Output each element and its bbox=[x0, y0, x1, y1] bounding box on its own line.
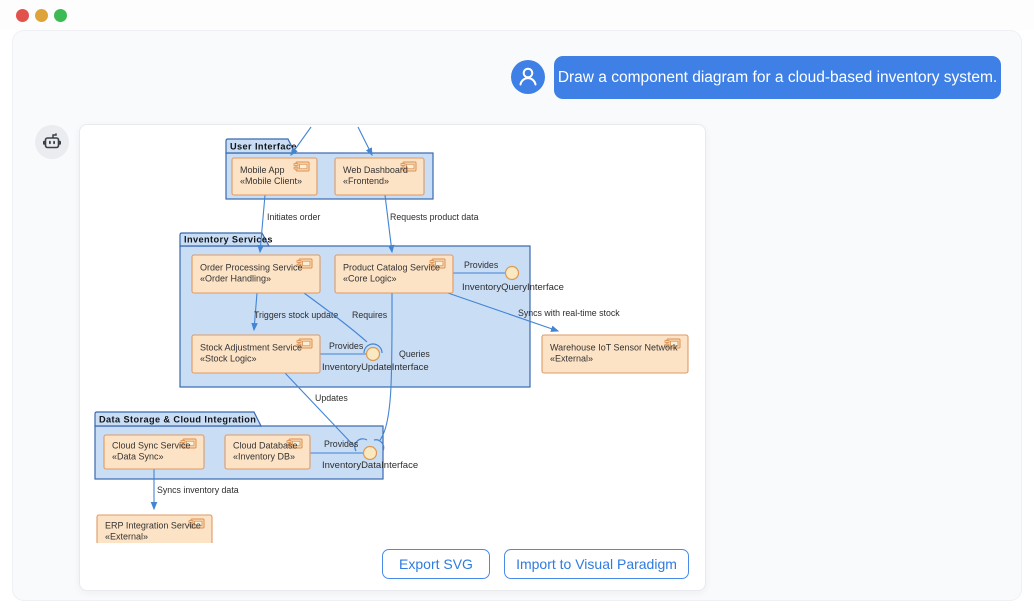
svg-text:Requests product data: Requests product data bbox=[390, 212, 479, 222]
svg-text:Warehouse IoT Sensor Network: Warehouse IoT Sensor Network bbox=[550, 343, 678, 353]
lollipop-ball-icon bbox=[362, 445, 378, 461]
component-icon bbox=[400, 161, 417, 172]
svg-text:Provides: Provides bbox=[329, 341, 364, 351]
component-cloud-sync: Cloud Sync Service«Data Sync» bbox=[103, 434, 205, 470]
svg-text:Provides: Provides bbox=[324, 439, 359, 449]
svg-text:Syncs inventory data: Syncs inventory data bbox=[157, 485, 239, 495]
svg-text:«Core Logic»: «Core Logic» bbox=[343, 274, 397, 284]
lollipop-ball-icon bbox=[504, 265, 520, 281]
component-web-dashboard: Web Dashboard«Frontend» bbox=[334, 157, 425, 196]
svg-text:Product Catalog Service: Product Catalog Service bbox=[343, 263, 440, 273]
component-icon bbox=[429, 258, 446, 269]
svg-text:Stock Adjustment Service: Stock Adjustment Service bbox=[200, 343, 302, 353]
svg-text:Order Processing Service: Order Processing Service bbox=[200, 263, 303, 273]
edge-requires: Requires bbox=[303, 292, 388, 343]
svg-text:Cloud Sync Service: Cloud Sync Service bbox=[112, 441, 191, 451]
svg-text:InventoryQueryInterface: InventoryQueryInterface bbox=[462, 282, 564, 293]
edge-actor-to-web bbox=[357, 126, 373, 157]
component-icon bbox=[293, 161, 310, 172]
edge-updates: Updates bbox=[284, 372, 356, 448]
svg-text:Updates: Updates bbox=[315, 393, 348, 403]
requires-socket bbox=[354, 438, 368, 452]
close-window-icon[interactable] bbox=[16, 9, 29, 22]
edge-actor-to-mobile bbox=[290, 126, 312, 157]
svg-text:Triggers stock update: Triggers stock update bbox=[254, 310, 338, 320]
svg-text:InventoryDataInterface: InventoryDataInterface bbox=[322, 460, 418, 471]
edge-syncs-realtime: Syncs with real-time stock bbox=[444, 291, 620, 332]
window-titlebar bbox=[0, 0, 1034, 30]
component-icon bbox=[296, 338, 313, 349]
component-icon bbox=[664, 338, 681, 349]
component-icon bbox=[296, 258, 313, 269]
component-warehouse-iot: Warehouse IoT Sensor Network«External» bbox=[541, 334, 689, 374]
svg-text:InventoryUpdateInterface: InventoryUpdateInterface bbox=[322, 362, 429, 373]
zoom-window-icon[interactable] bbox=[54, 9, 67, 22]
svg-text:Requires: Requires bbox=[352, 310, 388, 320]
edge-triggers-stock-update: Triggers stock update bbox=[251, 292, 338, 332]
svg-text:«Frontend»: «Frontend» bbox=[343, 176, 389, 186]
component-cloud-database: Cloud Database«Inventory DB» bbox=[224, 434, 311, 470]
minimize-window-icon[interactable] bbox=[35, 9, 48, 22]
bot-avatar bbox=[35, 125, 69, 159]
svg-text:«Stock Logic»: «Stock Logic» bbox=[200, 354, 257, 364]
component-product-catalog: Product Catalog Service«Core Logic» bbox=[334, 254, 454, 294]
edge-initiates-order: Initiates order bbox=[257, 194, 320, 254]
component-stock-adjustment: Stock Adjustment Service«Stock Logic» bbox=[191, 334, 321, 374]
svg-text:Provides: Provides bbox=[464, 260, 499, 270]
svg-text:Queries: Queries bbox=[399, 349, 430, 359]
svg-text:«Inventory DB»: «Inventory DB» bbox=[233, 452, 295, 462]
svg-text:Mobile App: Mobile App bbox=[240, 165, 285, 175]
requires-socket bbox=[373, 439, 385, 452]
svg-text:Cloud Database: Cloud Database bbox=[233, 441, 298, 451]
requires-socket bbox=[363, 343, 383, 354]
svg-text:«External»: «External» bbox=[105, 532, 148, 542]
svg-text:User Interface: User Interface bbox=[230, 142, 297, 152]
edge-requests-product-data: Requests product data bbox=[384, 194, 479, 254]
edge-queries: Queries bbox=[379, 292, 430, 441]
svg-text:«Mobile Client»: «Mobile Client» bbox=[240, 176, 302, 186]
svg-text:«Order Handling»: «Order Handling» bbox=[200, 274, 271, 284]
component-icon bbox=[286, 438, 303, 449]
user-message-text: Draw a component diagram for a cloud-bas… bbox=[557, 68, 998, 86]
user-avatar bbox=[511, 60, 545, 94]
svg-text:«External»: «External» bbox=[550, 354, 593, 364]
component-icon bbox=[180, 438, 197, 449]
app-panel: Draw a component diagram for a cloud-bas… bbox=[12, 30, 1022, 601]
import-visual-paradigm-button[interactable]: Import to Visual Paradigm bbox=[504, 549, 689, 579]
svg-text:Web Dashboard: Web Dashboard bbox=[343, 165, 408, 175]
robot-icon bbox=[43, 133, 61, 149]
component-icon bbox=[188, 518, 205, 529]
component-erp-integration: ERP Integration Service«External» bbox=[96, 514, 213, 543]
export-svg-button[interactable]: Export SVG bbox=[382, 549, 490, 579]
svg-text:Initiates order: Initiates order bbox=[267, 212, 320, 222]
user-message-bubble: Draw a component diagram for a cloud-bas… bbox=[554, 56, 1001, 99]
user-icon bbox=[519, 67, 537, 86]
svg-text:Inventory Services: Inventory Services bbox=[184, 235, 273, 245]
svg-text:«Data Sync»: «Data Sync» bbox=[112, 452, 164, 462]
svg-text:Syncs with real-time stock: Syncs with real-time stock bbox=[518, 308, 620, 318]
lollipop-ball-icon bbox=[365, 346, 381, 362]
svg-text:Data Storage & Cloud Integrati: Data Storage & Cloud Integration bbox=[99, 415, 256, 425]
component-mobile-app: Mobile App«Mobile Client» bbox=[231, 157, 318, 196]
edge-syncs-inventory: Syncs inventory data bbox=[150, 469, 239, 511]
component-order-processing: Order Processing Service«Order Handling» bbox=[191, 254, 321, 294]
svg-text:ERP Integration Service: ERP Integration Service bbox=[105, 521, 201, 531]
